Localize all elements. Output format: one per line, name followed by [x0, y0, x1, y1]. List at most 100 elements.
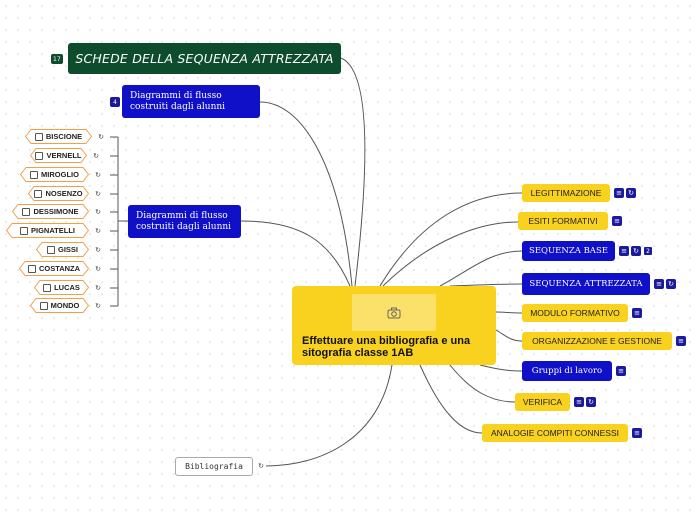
link-organizzazione	[495, 329, 523, 342]
notes-icon[interactable]: ≡	[632, 308, 642, 318]
student-label: PIGNATELLI	[30, 226, 76, 235]
notes-icon[interactable]: ≡	[616, 366, 626, 376]
topic-label: SCHEDE DELLA SEQUENZA ATTREZZATA	[75, 51, 334, 66]
student-label: DESSIMONE	[33, 207, 79, 216]
link-analogie	[419, 364, 483, 434]
link-icon[interactable]: ↻	[631, 246, 641, 256]
central-topic-label: Effettuare una bibliografia e una sitogr…	[302, 335, 471, 359]
topic-label: MODULO FORMATIVO	[530, 308, 620, 318]
student-node[interactable]: MONDO	[30, 298, 89, 313]
topic-analogie-compiti-connessi[interactable]: ANALOGIE COMPITI CONNESSI	[482, 424, 628, 442]
checkbox-icon[interactable]	[35, 151, 44, 160]
link-icon[interactable]: ↻	[93, 264, 103, 274]
student-label: MIROGLIO	[41, 170, 79, 179]
link-seq-base	[439, 250, 523, 287]
count-badge[interactable]: 2	[643, 246, 653, 256]
topic-modulo-formativo[interactable]: MODULO FORMATIVO	[522, 304, 628, 322]
student-label: LUCAS	[54, 283, 80, 292]
notes-icon[interactable]: ≡	[612, 216, 622, 226]
topic-legittimazione[interactable]: LEGITTIMAZIONE	[522, 184, 610, 202]
link-gruppi	[479, 364, 523, 372]
student-node[interactable]: PIGNATELLI	[6, 223, 89, 238]
link-esiti	[382, 221, 519, 287]
link-icon[interactable]: ↻	[256, 461, 266, 471]
link-icon[interactable]: ↻	[93, 170, 103, 180]
topic-label: Bibliografia	[185, 462, 243, 471]
link-modulo	[495, 311, 523, 314]
checkbox-icon[interactable]	[19, 226, 28, 235]
student-node[interactable]: BISCIONE	[25, 129, 92, 144]
notes-icon[interactable]: ≡	[614, 188, 624, 198]
checkbox-icon[interactable]	[46, 245, 55, 254]
topic-diagrammi-flusso-top[interactable]: Diagrammi di flusso costruiti dagli alun…	[122, 85, 260, 118]
topic-schede-sequenza-attrezzata[interactable]: SCHEDE DELLA SEQUENZA ATTREZZATA	[68, 43, 341, 74]
link-verifica	[449, 364, 516, 403]
checkbox-icon[interactable]	[27, 264, 36, 273]
link-icon[interactable]: ↻	[91, 151, 101, 161]
attachment-count-badge[interactable]: 4	[110, 97, 120, 107]
notes-icon[interactable]: ≡	[676, 336, 686, 346]
checkbox-icon[interactable]	[34, 132, 43, 141]
student-node[interactable]: GISSI	[36, 242, 89, 257]
topic-label: Gruppi di lavoro	[531, 365, 603, 376]
student-label: BISCIONE	[45, 132, 83, 141]
checkbox-icon[interactable]	[34, 189, 43, 198]
notes-icon[interactable]: ≡	[574, 397, 584, 407]
topic-bibliografia[interactable]: Bibliografia	[175, 457, 253, 476]
student-node[interactable]: LUCAS	[34, 280, 89, 295]
student-label: MONDO	[50, 301, 80, 310]
student-label: GISSI	[57, 245, 78, 254]
link-icon[interactable]: ↻	[93, 226, 103, 236]
notes-icon[interactable]: ≡	[632, 428, 642, 438]
link-icon[interactable]: ↻	[626, 188, 636, 198]
student-node[interactable]: MIROGLIO	[20, 167, 89, 182]
link-icon[interactable]: ↻	[96, 132, 106, 142]
link-icon[interactable]: ↻	[93, 283, 103, 293]
topic-sequenza-attrezzata[interactable]: SEQUENZA ATTREZZATA	[522, 273, 650, 295]
student-label: COSTANZA	[38, 264, 81, 273]
link-schede	[340, 57, 366, 287]
image-placeholder[interactable]	[352, 294, 436, 331]
link-seq-attr	[449, 283, 523, 287]
topic-label: VERIFICA	[522, 397, 563, 407]
student-label: VERNELL	[46, 151, 82, 160]
topic-label: Diagrammi di flusso costruiti dagli alun…	[130, 90, 226, 112]
topic-label: SEQUENZA BASE	[529, 245, 608, 256]
topic-label: SEQUENZA ATTREZZATA	[529, 278, 643, 289]
topic-label: ESITI FORMATIVI	[528, 216, 598, 226]
topic-diagrammi-flusso-mid[interactable]: Diagrammi di flusso costruiti dagli alun…	[128, 205, 241, 238]
link-icon[interactable]: ↻	[93, 301, 103, 311]
link-icon[interactable]: ↻	[93, 207, 103, 217]
link-icon[interactable]: ↻	[666, 279, 676, 289]
topic-verifica[interactable]: VERIFICA	[515, 393, 570, 411]
checkbox-icon[interactable]	[30, 170, 39, 179]
checkbox-icon[interactable]	[22, 207, 31, 216]
topic-label: ORGANIZZAZIONE E GESTIONE	[532, 336, 662, 346]
attachment-count-badge[interactable]: 17	[51, 54, 63, 64]
link-legittimazione	[379, 192, 523, 287]
checkbox-icon[interactable]	[43, 283, 52, 292]
link-icon[interactable]: ↻	[93, 245, 103, 255]
link-icon[interactable]: ↻	[586, 397, 596, 407]
student-node[interactable]: NOSENZO	[28, 186, 89, 201]
topic-organizzazione-e-gestione[interactable]: ORGANIZZAZIONE E GESTIONE	[522, 332, 672, 350]
link-bibliografia	[264, 364, 393, 467]
link-diagrammi-top	[259, 101, 353, 287]
link-icon[interactable]: ↻	[93, 189, 103, 199]
topic-label: LEGITTIMAZIONE	[530, 188, 602, 198]
topic-label: ANALOGIE COMPITI CONNESSI	[491, 428, 619, 438]
topic-gruppi-di-lavoro[interactable]: Gruppi di lavoro	[522, 361, 612, 381]
central-topic[interactable]: Effettuare una bibliografia e una sitogr…	[292, 286, 496, 365]
notes-icon[interactable]: ≡	[654, 279, 664, 289]
topic-sequenza-base[interactable]: SEQUENZA BASE	[522, 241, 615, 261]
student-node[interactable]: VERNELL	[30, 148, 87, 163]
camera-icon	[387, 307, 401, 318]
link-diagrammi-mid	[240, 220, 351, 287]
checkbox-icon[interactable]	[39, 301, 48, 310]
topic-esiti-formativi[interactable]: ESITI FORMATIVI	[518, 212, 608, 230]
student-label: NOSENZO	[45, 189, 83, 198]
student-node[interactable]: COSTANZA	[19, 261, 89, 276]
notes-icon[interactable]: ≡	[619, 246, 629, 256]
student-node[interactable]: DESSIMONE	[12, 204, 89, 219]
